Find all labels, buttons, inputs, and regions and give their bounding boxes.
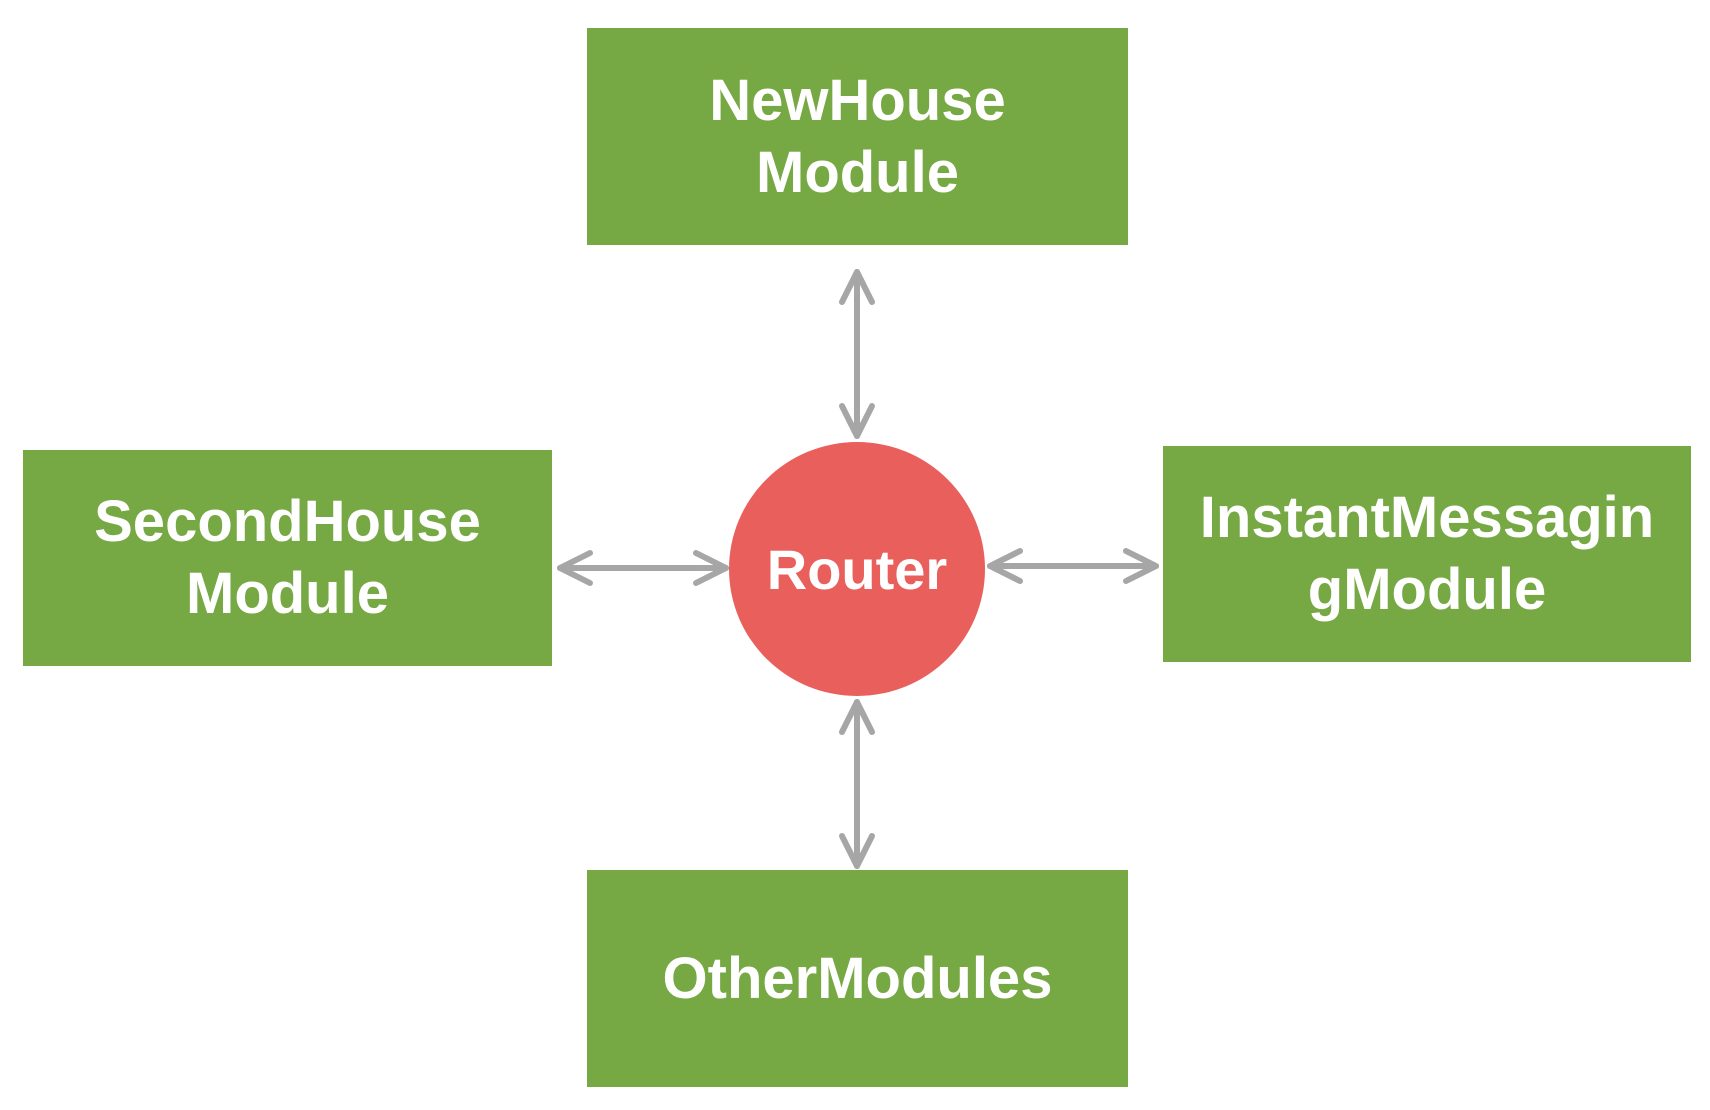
connector-top-double-arrow xyxy=(839,269,875,439)
second-house-module-label-line2: Module xyxy=(186,561,389,626)
router-label: Router xyxy=(766,537,948,601)
instant-messaging-module-label-line2: gModule xyxy=(1307,557,1547,622)
other-modules-label: OtherModules xyxy=(662,945,1053,1011)
router-node: Router xyxy=(729,442,985,696)
second-house-module-box: SecondHouse Module xyxy=(23,450,552,666)
second-house-module-label-line1: SecondHouse xyxy=(94,489,481,554)
new-house-module-box: NewHouse Module xyxy=(587,28,1128,245)
connector-left-double-arrow xyxy=(557,550,729,586)
other-modules-box: OtherModules xyxy=(587,870,1128,1087)
instant-messaging-module-box: InstantMessagin gModule xyxy=(1163,446,1691,662)
connector-right-double-arrow xyxy=(987,548,1159,584)
instant-messaging-module-label-line1: InstantMessagin xyxy=(1199,485,1655,550)
new-house-module-label-line1: NewHouse xyxy=(709,67,1006,133)
new-house-module-label-line2: Module xyxy=(756,139,959,205)
connector-bottom-double-arrow xyxy=(839,699,875,869)
